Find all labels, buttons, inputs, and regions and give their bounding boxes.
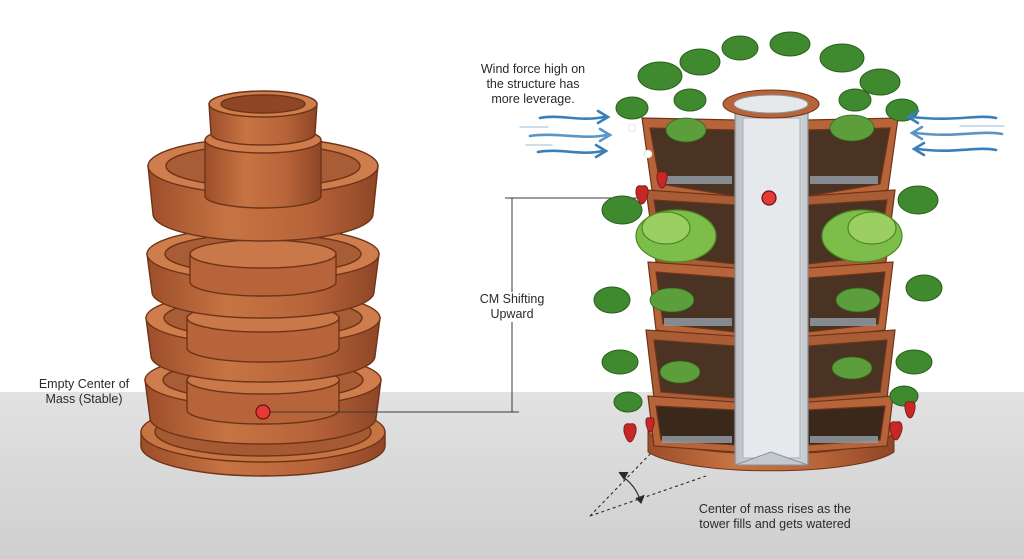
foliage	[593, 31, 943, 413]
center-of-mass-rises-label: Center of mass rises as the tower fills …	[698, 502, 852, 531]
planted-tower	[593, 31, 943, 472]
center-of-mass-marker-icon	[255, 404, 271, 420]
cm-shifting-label: CM Shifting Upward	[470, 292, 554, 322]
center-of-mass-marker-icon	[761, 190, 777, 206]
empty-center-of-mass-label: Empty Center of Mass (Stable)	[38, 377, 130, 406]
strawberry-icon	[623, 171, 916, 443]
empty-pot-stack	[140, 90, 386, 477]
wind-force-label: Wind force high on the structure has mor…	[480, 62, 586, 106]
wind-arrow-icon	[905, 109, 1005, 157]
angle-arc-icon	[589, 451, 707, 517]
wind-arrow-icon	[519, 109, 613, 159]
